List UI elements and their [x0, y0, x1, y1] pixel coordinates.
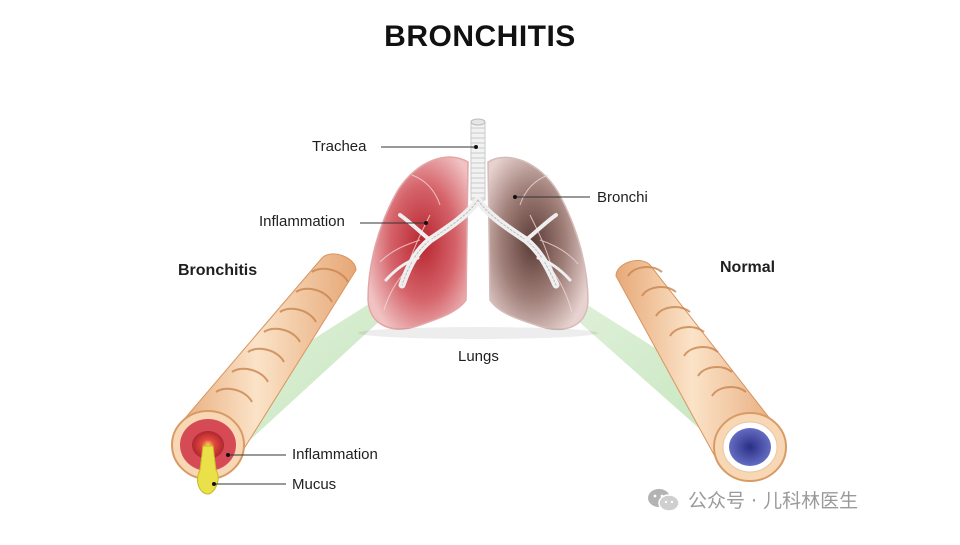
lung-vessels [379, 174, 579, 313]
label-mucus: Mucus [292, 476, 337, 493]
inflamed-lumen [192, 431, 224, 459]
watermark-text: 公众号 · 儿科林医生 [688, 490, 859, 512]
mucus-drop [197, 445, 219, 495]
label-inflammation-bottom: Inflammation [292, 446, 378, 463]
inflamed-bronchus-tube [171, 253, 357, 480]
leader-dots [212, 145, 517, 486]
bronchial-tree [384, 196, 572, 289]
label-bronchi: Bronchi [597, 189, 648, 206]
diagram-title: BRONCHITIS [384, 20, 576, 53]
normal-lung [487, 156, 589, 331]
leader-lines [214, 146, 590, 485]
label-lungs: Lungs [458, 348, 499, 365]
normal-lumen [729, 428, 771, 466]
lungs-shadow [358, 327, 598, 339]
wechat-icon [648, 488, 680, 512]
label-trachea: Trachea [312, 138, 367, 155]
normal-bronchus-tube [615, 260, 787, 482]
trachea-rings [471, 127, 485, 199]
inflamed-lung [367, 156, 469, 330]
label-normal-side: Normal [720, 259, 776, 276]
label-bronchitis-side: Bronchitis [178, 262, 258, 279]
label-inflammation-top: Inflammation [259, 213, 345, 230]
watermark: 公众号 · 儿科林医生 [646, 486, 858, 513]
